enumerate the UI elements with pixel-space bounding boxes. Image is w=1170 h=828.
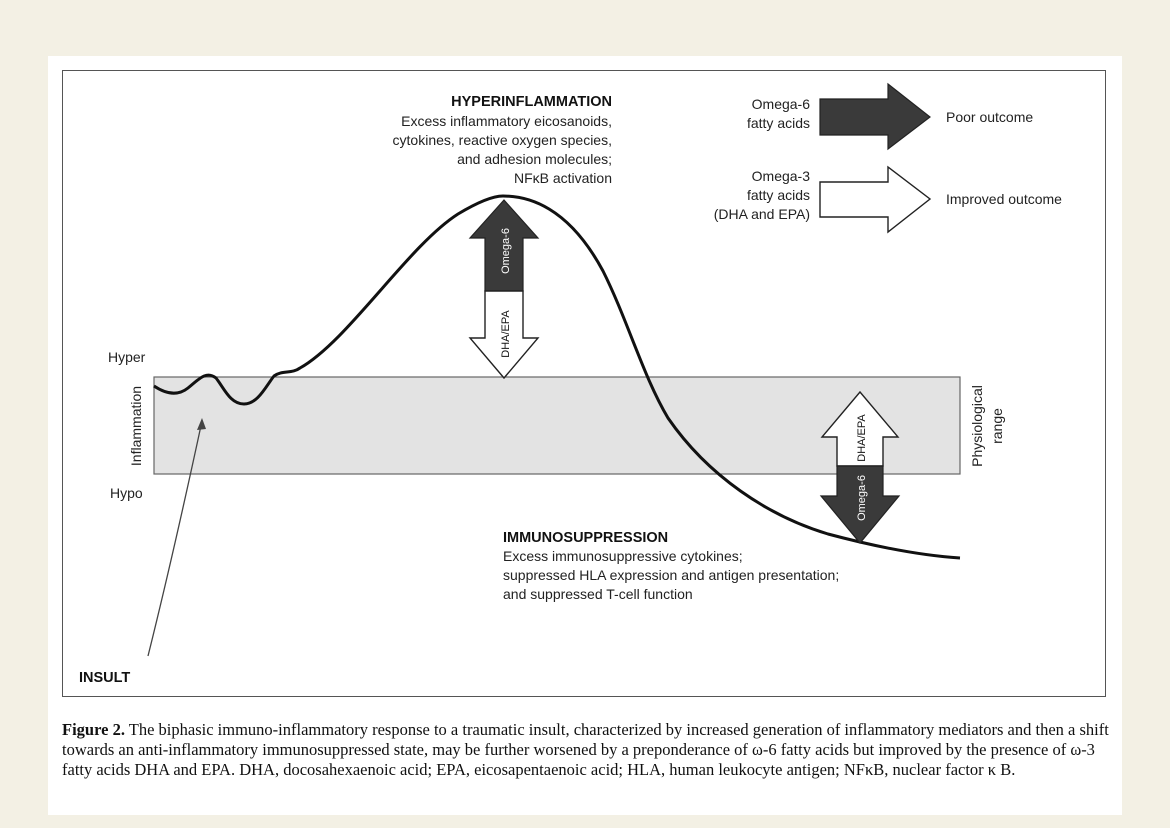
peak-omega6-label: Omega-6 — [500, 228, 512, 274]
legend-omega3-line-3: (DHA and EPA) — [714, 206, 810, 222]
legend-poor-outcome: Poor outcome — [946, 109, 1033, 125]
hyperinflammation-title: HYPERINFLAMMATION — [451, 94, 612, 110]
y-axis-label: Inflammation — [128, 386, 144, 466]
range-label-line-2: range — [989, 408, 1005, 444]
response-curve — [153, 194, 961, 560]
insult-arrow — [147, 420, 203, 657]
figure-caption: Figure 2. The biphasic immuno-inflammato… — [62, 720, 1112, 780]
immunosuppression-line-2: suppressed HLA expression and antigen pr… — [503, 567, 839, 583]
hyperinflammation-line-2: cytokines, reactive oxygen species, — [393, 132, 612, 148]
legend-omega6-line-2: fatty acids — [747, 115, 810, 131]
figure-card: Omega-6 DHA/EPA DHA/EPA Omega-6 HYPERINF… — [48, 56, 1122, 815]
y-axis-hyper: Hyper — [108, 349, 146, 365]
hyperinflammation-line-3: and adhesion molecules; — [457, 151, 612, 167]
immunosuppression-line-1: Excess immunosuppressive cytokines; — [503, 548, 743, 564]
biphasic-response-diagram: Omega-6 DHA/EPA DHA/EPA Omega-6 HYPERINF… — [79, 82, 1062, 686]
peak-dha-epa-arrow — [468, 290, 540, 380]
legend-omega3-line-2: fatty acids — [747, 187, 810, 203]
legend-omega6-line-1: Omega-6 — [752, 96, 811, 112]
immunosuppression-title: IMMUNOSUPPRESSION — [503, 530, 668, 546]
figure-frame — [62, 70, 1106, 697]
range-label-line-1: Physiological — [969, 385, 985, 467]
caption-label: Figure 2. — [62, 720, 125, 739]
legend-omega3-arrow — [819, 165, 932, 234]
trough-omega6-label: Omega-6 — [856, 475, 868, 521]
hyperinflammation-line-4: NFκB activation — [514, 170, 612, 186]
caption-text: The biphasic immuno-inflammatory respons… — [62, 720, 1109, 779]
peak-dha-epa-label: DHA/EPA — [500, 310, 512, 358]
insult-label: INSULT — [79, 670, 130, 686]
trough-dha-epa-label: DHA/EPA — [856, 414, 868, 462]
immunosuppression-line-3: and suppressed T-cell function — [503, 586, 693, 602]
legend-improved-outcome: Improved outcome — [946, 191, 1062, 207]
insult-arrow-head — [197, 418, 206, 430]
hyperinflammation-line-1: Excess inflammatory eicosanoids, — [401, 113, 612, 129]
legend-omega3-line-1: Omega-3 — [752, 168, 811, 184]
legend-omega6-arrow — [819, 82, 931, 151]
physiological-range-band — [153, 376, 961, 475]
y-axis-hypo: Hypo — [110, 485, 143, 501]
trough-omega6-arrow — [819, 465, 901, 544]
